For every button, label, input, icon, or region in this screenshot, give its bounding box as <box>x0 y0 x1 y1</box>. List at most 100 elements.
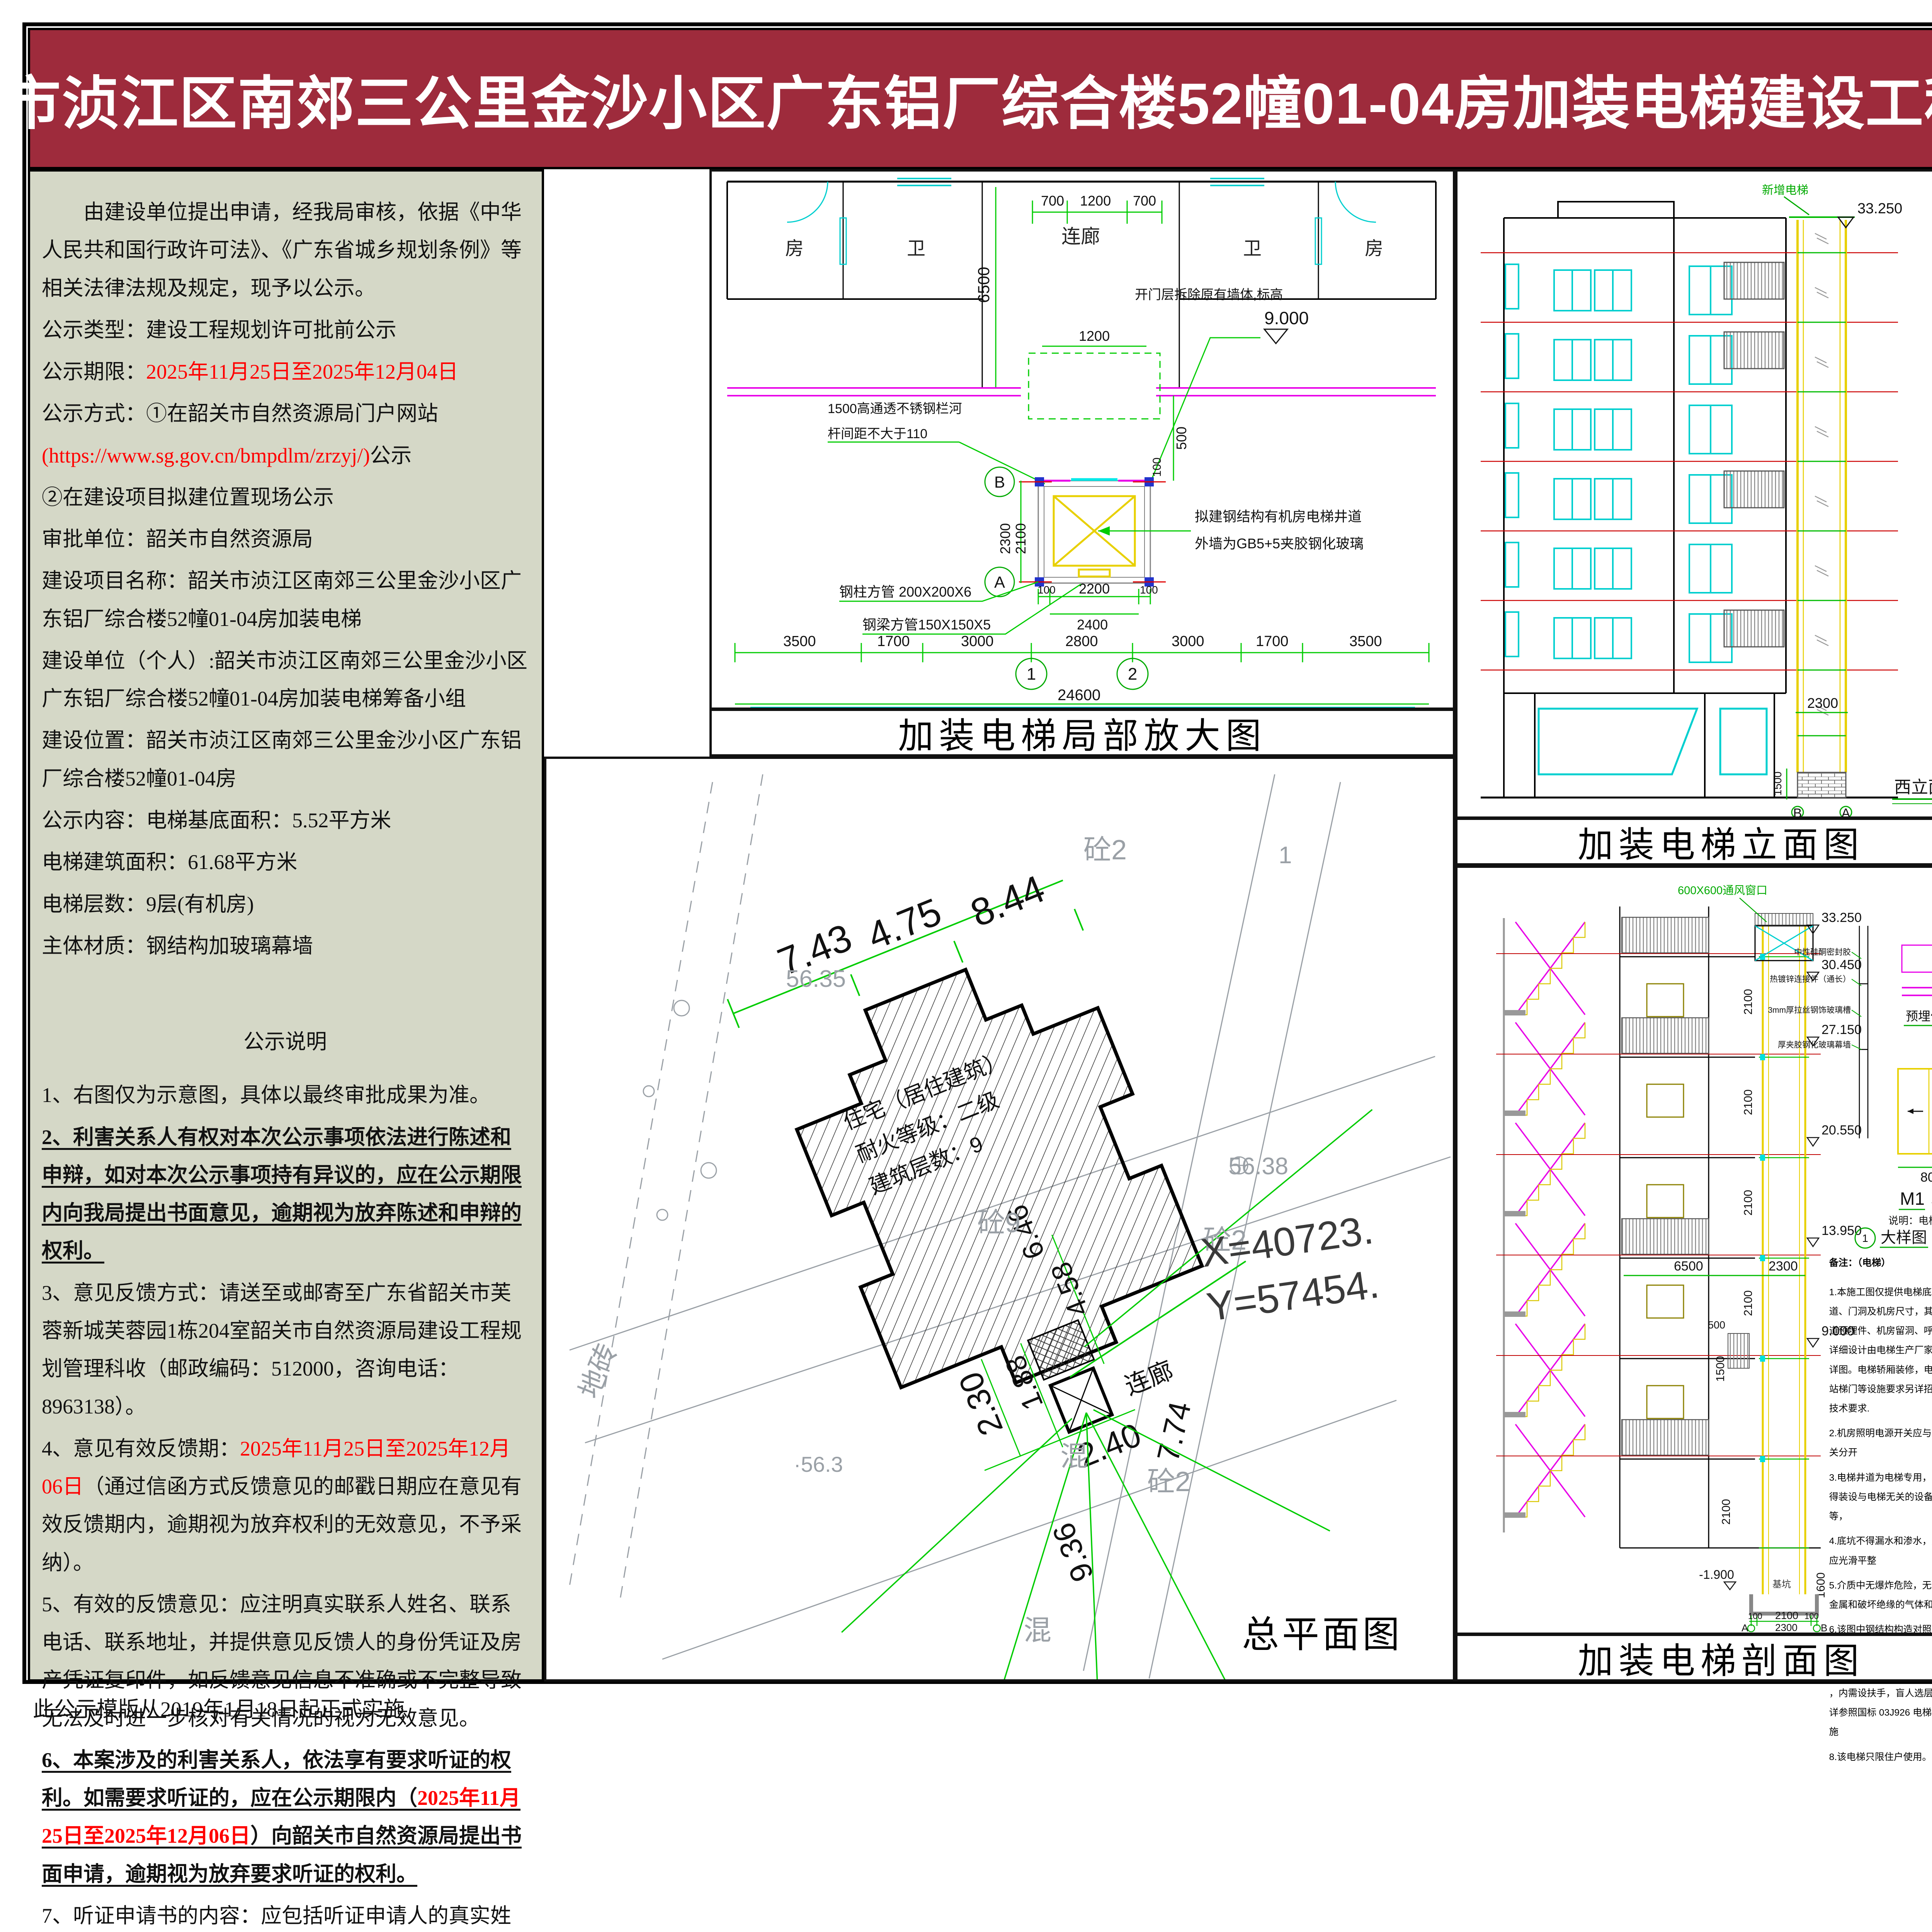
site-hun2: 混 <box>1024 1615 1051 1646</box>
note-4-label: 4、意见有效反馈期： <box>42 1437 240 1460</box>
plan-note-column: 钢柱方管 200X200X6 <box>839 584 971 600</box>
sect-door-note: 说明：电梯门，双开中分 <box>1888 1215 1932 1226</box>
plan-dim-500: 500 <box>1173 427 1189 450</box>
note-6: 6、本案涉及的利害关系人，依法享有要求听证的权利。如需要求听证的，应在公示期限内… <box>42 1741 529 1893</box>
plan-room-left-label: 房 <box>785 238 804 259</box>
site-mat-d: 砼9 <box>977 1208 1020 1238</box>
footer-template-note: 此公示模版从2019年1月18日起正式实施 <box>33 1697 405 1721</box>
sect-door-w: 800 <box>1920 1170 1932 1185</box>
elev-dim-2300: 2300 <box>1807 695 1838 711</box>
note-7: 7、听证申请书的内容：应包括听证申请人的真实姓名，联系方式及相关证明材料。 <box>42 1904 511 1927</box>
plan-dim-s2: 2200 <box>1079 581 1110 597</box>
sect-detail-label: 大样图 <box>1881 1229 1927 1246</box>
site-hun1: 混 <box>1060 1441 1088 1472</box>
page-title: 韶关市浈江区南郊三公里金沙小区广东铝厂综合楼52幢01-04房加装电梯建设工程规… <box>0 71 1932 136</box>
elev-grid-a: A <box>1842 806 1850 820</box>
notice-method2: ②在建设项目拟建位置现场公示 <box>42 485 334 509</box>
elevation-panel-title: 加装电梯立面图 <box>1458 816 1932 865</box>
sect-dim-2100d: 2100 <box>1742 1290 1755 1316</box>
section-note-2: 2.机房照明电源开关应与主电源开关分开 <box>1829 1428 1932 1458</box>
plan-dim-total: 24600 <box>1058 687 1100 704</box>
plan-note-shaft1: 拟建钢结构有机房电梯井道 <box>1195 509 1362 524</box>
section-notes-title: 备注：（电梯） <box>1829 1257 1891 1268</box>
sect-bd2: 2100 <box>1775 1610 1798 1621</box>
period-value: 2025年11月25日至2025年12月04日 <box>146 360 458 384</box>
elev-grid-b: B <box>1793 806 1802 820</box>
plan-axis-2: 2 <box>1128 665 1137 684</box>
elevation-drawing: 新增电梯 33.250 2300 1500 B A 西立面图 1:100 <box>1481 184 1932 820</box>
plan-note-shaft2: 外墙为GB5+5夹胶钢化玻璃 <box>1195 536 1364 551</box>
plan-ax3: 3000 <box>961 633 994 650</box>
note-4-date: 2025年11月25日至2025年12月06日 <box>42 1437 510 1498</box>
site-panel-title: 总平面图 <box>1242 1614 1403 1655</box>
elevation-panel: 新增电梯 33.250 2300 1500 B A 西立面图 1:100 加装电… <box>1455 169 1932 866</box>
section-notes: 备注：（电梯） 1.本施工图仅提供电梯底坑、井道、门洞及机房尺寸，其余有关井道预… <box>1829 1253 1932 1772</box>
sect-dim-2100e: 2100 <box>1720 1499 1733 1525</box>
plan-ax1: 3500 <box>783 633 816 650</box>
plan-drawing-panel: 房 卫 连廊 卫 房 700 1200 700 6500 1200 开门层拆除原… <box>709 169 1455 757</box>
notice-text-panel: 由建设单位提出申请，经我局审核，依据《中华人民共和国行政许可法》、《广东省城乡规… <box>28 169 544 1927</box>
header-banner: 韶关市浈江区南郊三公里金沙小区广东铝厂综合楼52幢01-04房加装电梯建设工程规… <box>0 28 1932 169</box>
location: 建设位置：韶关市浈江区南郊三公里金沙小区广东铝厂综合楼52幢01-04房 <box>42 729 522 790</box>
plan-room-right-label: 房 <box>1365 238 1383 259</box>
sect-dim-1600: 1600 <box>1815 1572 1827 1598</box>
plan-dim-2400: 2400 <box>1077 617 1108 633</box>
site-plan-panel: 7.43 4.75 8.44 住宅（居住建筑） 耐火等级：二级 建筑层数：9 2… <box>544 757 1455 1682</box>
notice-notes-title: 公示说明 <box>243 1030 327 1054</box>
section-panel-title: 加装电梯剖面图 <box>1458 1633 1932 1681</box>
sect-dim-500: 500 <box>1708 1319 1725 1331</box>
sect-dim-1500: 1500 <box>1714 1356 1727 1382</box>
sect-callout1: 中性硅酮密封胶 <box>1794 948 1851 957</box>
section-drawing: 600X600通风窗口 33.250 30.450 27.150 20.550 … <box>1496 884 1932 1632</box>
sect-door-label: M1 <box>1900 1189 1925 1209</box>
sect-lv4: 20.550 <box>1821 1123 1862 1138</box>
content-label: 公示内容： <box>42 808 146 832</box>
site-mat-b: 砼2 <box>1203 1225 1247 1256</box>
period-label: 公示期限： <box>42 360 146 384</box>
plan-ax2: 1700 <box>877 633 910 650</box>
plan-dim-6500: 6500 <box>975 267 993 303</box>
plan-ax5: 3000 <box>1172 633 1204 650</box>
content-item-1: 电梯基底面积：5.52平方米 <box>146 808 391 832</box>
section-note-4: 4.底坑不得漏水和渗水，底坑底部应光滑平整 <box>1829 1536 1932 1566</box>
plan-drawing: 房 卫 连廊 卫 房 700 1200 700 6500 1200 开门层拆除原… <box>726 178 1437 711</box>
plan-note-beam: 钢梁方管150X150X5 <box>862 617 991 633</box>
sect-vent-label: 600X600通风窗口 <box>1678 884 1767 897</box>
note-4-tail: （通过信函方式反馈意见的邮戳日期应在意见有效反馈期内，逾期视为放弃权利的无效意见… <box>42 1475 522 1574</box>
plan-ax7: 3500 <box>1349 633 1382 650</box>
approval-unit: 审批单位：韶关市自然资源局 <box>42 527 313 551</box>
plan-note-rail2: 杆间距不大于110 <box>828 427 927 441</box>
notice-period: 公示期限：2025年11月25日至2025年12月04日 <box>42 353 529 391</box>
sect-dim-6500: 6500 <box>1674 1259 1703 1274</box>
note-4: 4、意见有效反馈期：2025年11月25日至2025年12月06日（通过信函方式… <box>42 1430 529 1582</box>
plan-dim-2100: 2100 <box>1013 523 1029 554</box>
sect-embed-label: 预埋件 <box>1906 1009 1932 1023</box>
intro-paragraph: 由建设单位提出申请，经我局审核，依据《中华人民共和国行政许可法》、《广东省城乡规… <box>42 201 522 300</box>
plan-dim-s1: 100 <box>1037 584 1056 596</box>
sect-pit-label: 基坑 <box>1772 1579 1791 1590</box>
notice-method: 公示方式：①在韶关市自然资源局门户网站 <box>42 402 438 425</box>
site-dim-475: 4.75 <box>861 890 947 958</box>
plan-dim-2300: 2300 <box>997 523 1013 554</box>
plan-dim-1200: 1200 <box>1079 328 1110 344</box>
sect-door-scale: 1:50 <box>1931 1192 1932 1206</box>
sect-dim-2100b: 2100 <box>1742 1089 1755 1115</box>
notice-type: 公示类型：建设工程规划许可批前公示 <box>42 318 396 342</box>
sect-grid-a: A <box>1742 1622 1748 1632</box>
section-panel: 600X600通风窗口 33.250 30.450 27.150 20.550 … <box>1455 866 1932 1762</box>
sect-dim-2300: 2300 <box>1769 1259 1798 1274</box>
content-item-2: 电梯建筑面积：61.68平方米 <box>42 850 298 874</box>
content-item-3: 电梯层数：9层(有机房) <box>42 892 254 916</box>
url-tail: 公示 <box>370 444 412 467</box>
note-3: 3、意见反馈方式：请送至或邮寄至广东省韶关市芙蓉新城芙蓉园1栋204室韶关市自然… <box>42 1281 522 1418</box>
sect-bd1: 100 <box>1748 1611 1762 1621</box>
note-1: 1、右图仅为示意图，具体以最终审批成果为准。 <box>42 1083 490 1107</box>
sect-pit-level: -1.900 <box>1699 1568 1734 1582</box>
site-mat-c: 砼2 <box>1147 1466 1190 1497</box>
elev-level-top: 33.250 <box>1857 201 1902 217</box>
notice-url[interactable]: (https://www.sg.gov.cn/bmpdlm/zrzyj/) <box>42 444 370 467</box>
sect-bd3: 100 <box>1804 1611 1819 1621</box>
plan-axis-1: 1 <box>1027 665 1036 684</box>
plan-corridor-label: 连廊 <box>1061 226 1100 247</box>
builder: 建设单位（个人）:韶关市浈江区南郊三公里金沙小区广东铝厂综合楼52幢01-04房… <box>42 649 528 711</box>
